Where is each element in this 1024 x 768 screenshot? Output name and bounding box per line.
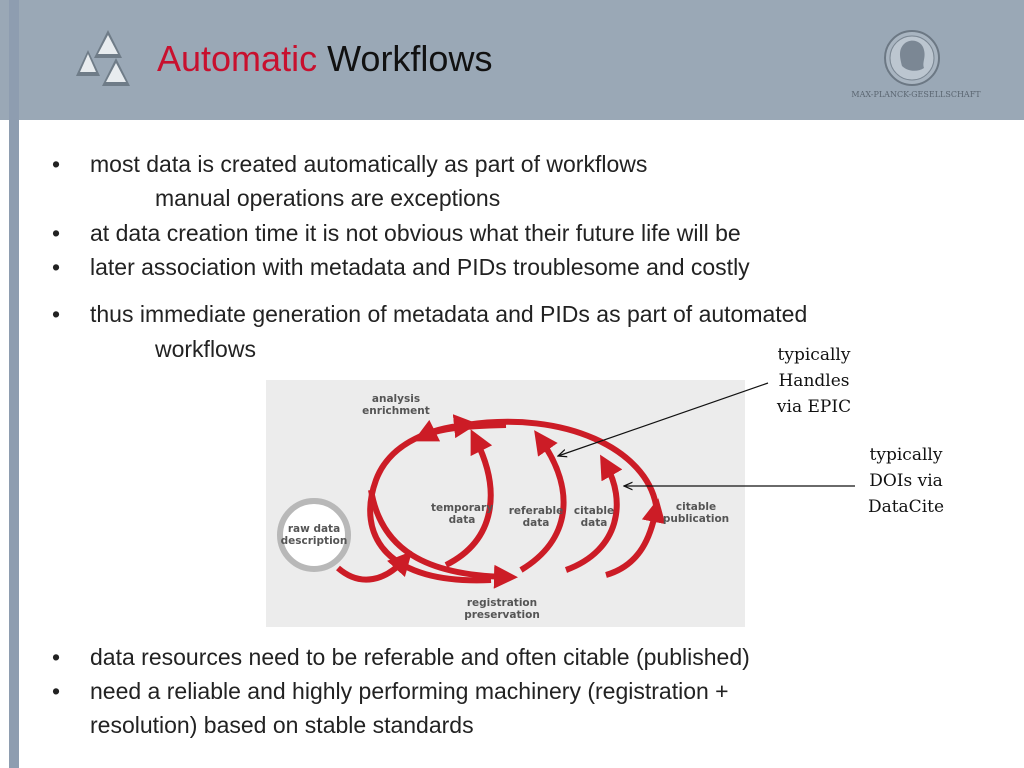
svg-text:MAX-PLANCK-GESELLSCHAFT: MAX-PLANCK-GESELLSCHAFT [851,90,981,99]
raw-data-label-2: description [281,535,348,547]
bullet-symbol: • [52,301,61,327]
bullet-text: data resources need to be referable and … [90,644,750,670]
slide-title: Automatic Workflows [157,36,492,82]
title-rest: Workflows [327,38,493,79]
analysis-arrow [413,419,507,442]
citable-data-label: citable [574,505,614,517]
bullet-symbol: • [52,678,61,704]
citable-data-label-2: data [581,517,608,529]
citable-data-arrow [564,454,623,573]
publication-label-2: publication [663,513,729,525]
loop-arrow-top [465,418,659,506]
bullet-symbol: • [52,151,61,177]
callout-line: Handles [778,371,850,391]
callout-line: typically [869,445,943,465]
temporary-label-2: data [449,514,476,526]
bullet-continuation: manual operations are exceptions [155,185,501,211]
publication-label: citable [676,501,716,513]
callout-dois: typically DOIs via DataCite [852,442,960,520]
bullet-symbol: • [52,644,61,670]
bullet-continuation: workflows [155,336,256,362]
header-bar [0,0,1024,120]
referable-label: referable [509,505,564,517]
bullet-symbol: • [52,220,61,246]
title-accent: Automatic [157,38,318,79]
analysis-label-2: enrichment [362,405,430,417]
raw-data-circle [277,498,351,572]
registration-label-2: preservation [464,609,540,621]
callout-line: typically [777,345,851,365]
callout-handles: typically Handles via EPIC [760,342,868,420]
triangles-logo-icon [76,30,130,86]
handles-pointer-arrow [558,382,769,456]
max-planck-seal-icon: MAX-PLANCK-GESELLSCHAFT [851,30,981,99]
raw-data-label: raw data [288,523,340,535]
raw-data-arrow [336,551,413,583]
publication-arrow [605,498,666,578]
bullet-text: thus immediate generation of metadata an… [90,301,808,327]
analysis-label: analysis [372,393,420,405]
referable-data-arrow [519,430,567,573]
bullet-text: at data creation time it is not obvious … [90,220,741,246]
registration-label: registration [467,597,537,609]
bullet-text: most data is created automatically as pa… [90,151,648,177]
bullet-symbol: • [52,254,61,280]
callout-line: via EPIC [776,397,852,417]
referable-label-2: data [523,517,550,529]
bullet-text: need a reliable and highly performing ma… [90,678,729,704]
registration-arrow [368,489,518,589]
callout-line: DataCite [867,497,945,517]
workflow-diagram: raw data description analysis enrichment… [266,380,745,627]
temporary-data-arrow [444,429,494,568]
temporary-label: temporary [431,502,493,514]
left-accent-bar [9,0,19,768]
bullet-continuation: resolution) based on stable standards [90,712,474,738]
callout-line: DOIs via [869,471,943,491]
workflow-diagram-svg: raw data description analysis enrichment… [277,393,729,621]
bullet-text: later association with metadata and PIDs… [90,254,750,280]
